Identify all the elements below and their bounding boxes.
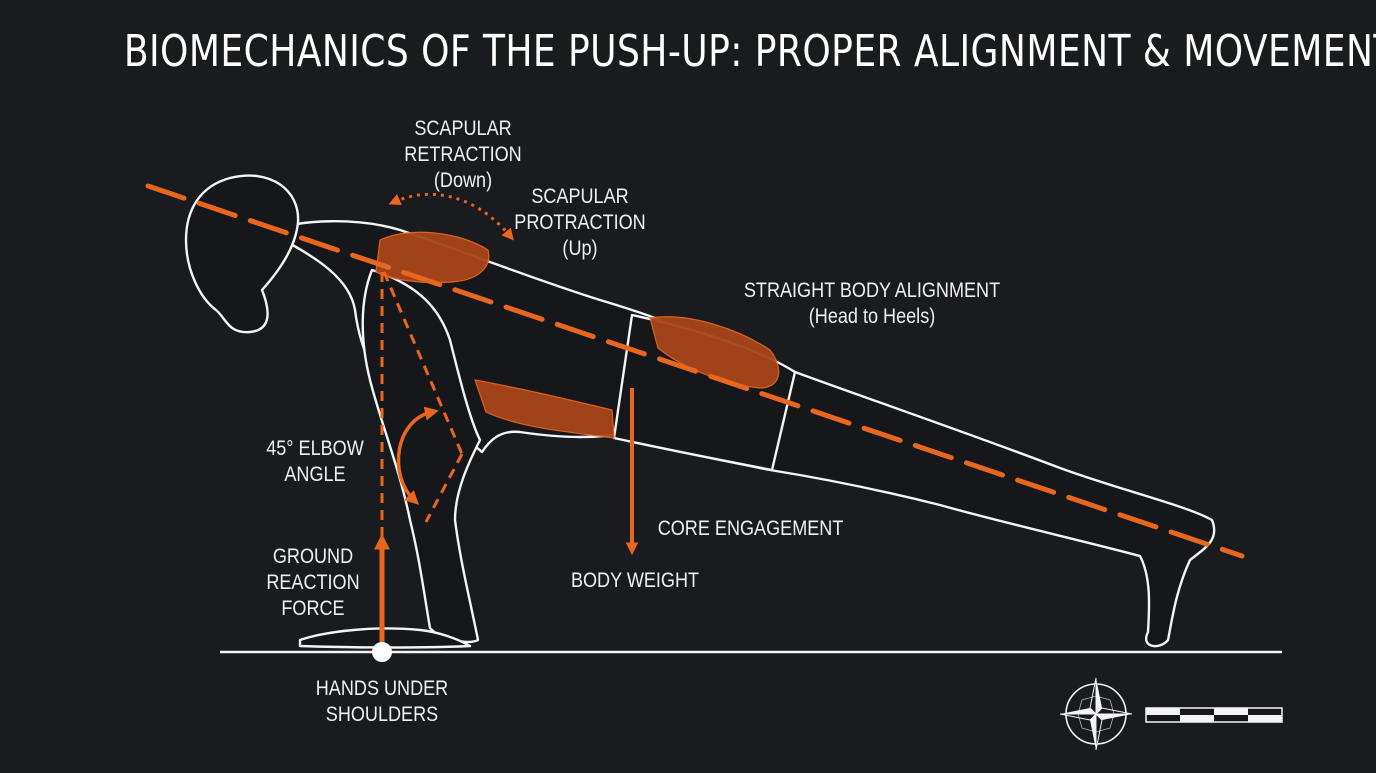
label-line: (Up) [562,237,598,260]
label-line: STRAIGHT BODY ALIGNMENT [743,279,1001,302]
label-ground-reaction-force: GROUND REACTION FORCE [266,544,361,622]
label-line: SCAPULAR [414,117,512,140]
label-line: 45° ELBOW [266,437,364,460]
compass-rose-icon [1059,677,1133,751]
forearm-line [424,453,464,523]
label-line: FORCE [281,597,345,620]
scapular-movement-arc [388,192,514,241]
label-line: CORE ENGAGEMENT [657,517,844,540]
label-body-alignment: STRAIGHT BODY ALIGNMENT (Head to Heels) [743,278,1001,330]
trapezius-muscle [375,231,490,284]
label-line: RETRACTION [404,143,522,166]
label-scapular-retraction: SCAPULAR RETRACTION (Down) [399,116,528,194]
page-title: BIOMECHANICS OF THE PUSH-UP: PROPER ALIG… [123,26,1376,77]
label-line: SCAPULAR [531,185,629,208]
muscle-highlights [375,231,780,439]
label-line: SHOULDERS [325,703,439,726]
scale-bar-icon [1145,707,1283,723]
label-body-weight: BODY WEIGHT [571,568,700,594]
label-hands-under-shoulders: HANDS UNDER SHOULDERS [311,676,452,728]
label-line: PROTRACTION [514,211,646,234]
label-elbow-angle: 45° ELBOW ANGLE [259,436,371,488]
serratus-muscle [474,379,615,439]
body-alignment-line [145,183,1245,559]
elbow-angle-arc [396,406,439,505]
label-line: REACTION [266,571,360,594]
label-line: (Down) [433,169,493,192]
label-core-engagement: CORE ENGAGEMENT [657,516,844,542]
label-line: GROUND [272,545,354,568]
hand-contact-point [372,642,392,662]
label-line: BODY WEIGHT [570,569,700,592]
label-scapular-protraction: SCAPULAR PROTRACTION (Up) [511,184,649,262]
label-line: ANGLE [284,463,346,486]
label-line: (Head to Heels) [808,305,936,328]
label-line: HANDS UNDER [315,677,449,700]
